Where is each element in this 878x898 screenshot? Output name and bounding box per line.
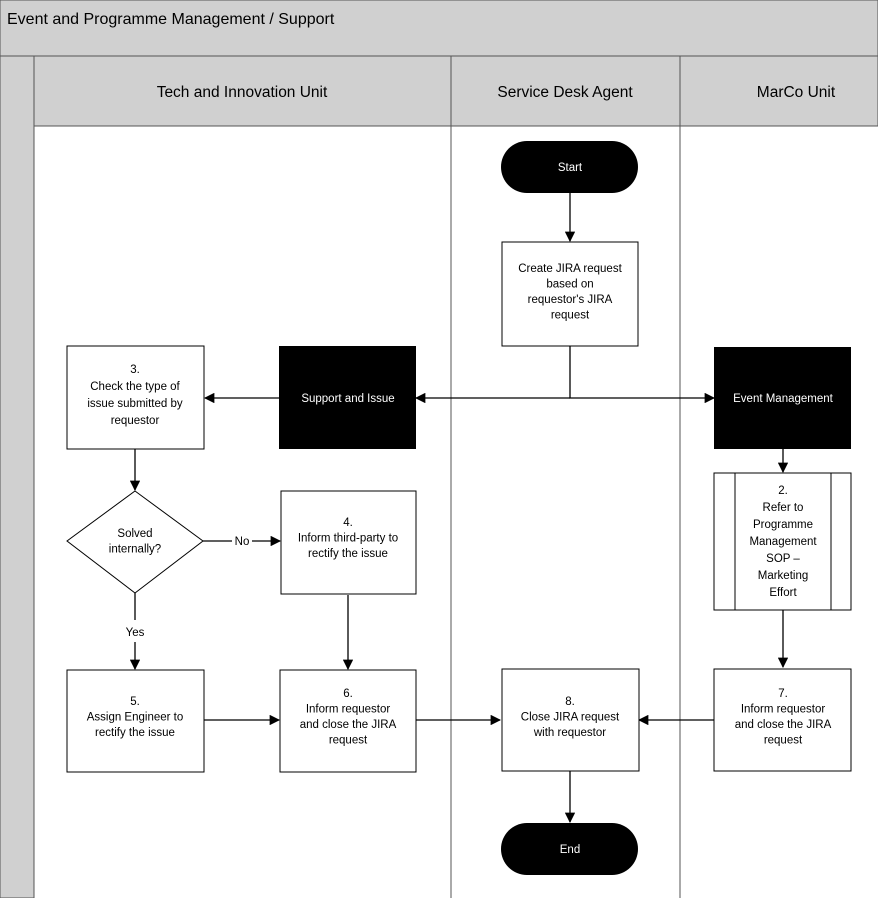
inform-third-party-box — [280, 490, 417, 595]
check-type-line: requestor — [111, 415, 160, 427]
solved-internally-line: internally? — [109, 544, 161, 556]
inform-close-7-line: and close the JIRA — [735, 719, 832, 731]
check-type-line: issue submitted by — [87, 398, 182, 410]
lane-header-marco — [679, 55, 878, 127]
close-jira-8-line: 8. — [565, 696, 575, 708]
solved-internally-line: Solved — [117, 528, 152, 540]
close-jira-8-box — [501, 668, 640, 772]
inform-close-7-line: Inform requestor — [741, 704, 826, 716]
inform-close-7-label: 7. Inform requestor and close the JIRA requ… — [735, 688, 832, 747]
event-mgmt-line: Event Management — [733, 393, 834, 405]
inform-close-6-box — [279, 669, 417, 773]
check-type-box — [66, 345, 205, 450]
event-management-box — [714, 347, 851, 449]
check-type-line: 3. — [130, 364, 140, 376]
refer-sop-subprocess — [713, 472, 852, 611]
close-jira-8-line: Close JIRA request — [521, 712, 620, 724]
inform-close-6-line: 6. — [343, 688, 353, 700]
lane-header-tech — [33, 55, 452, 127]
create-jira-line: Create JIRA request — [518, 263, 622, 275]
inform-close-6-line: and close the JIRA — [300, 719, 397, 731]
inform-close-6-label: 6. Inform requestor and close the JIRA requ… — [300, 688, 397, 747]
pool-side-strip — [0, 55, 35, 898]
support-issue-line: Support and Issue — [301, 393, 394, 405]
assign-engineer-line: 5. — [130, 696, 140, 708]
inform-third-party-line: 4. — [343, 517, 353, 529]
lane-dividers — [450, 126, 681, 898]
start-line: Start — [558, 162, 583, 174]
node-labels: Start Create JIRA request based on request… — [87, 162, 834, 856]
assign-engineer-line: Assign Engineer to — [87, 712, 184, 724]
edge-label-yes: Yes — [126, 627, 145, 639]
event-management-label: Event Management — [733, 393, 834, 405]
edge-create-to-event-mgmt — [569, 346, 716, 404]
start-terminator — [501, 141, 638, 193]
inform-third-party-label: 4. Inform third-party to rectify the issue — [298, 517, 398, 560]
inform-close-7-line: 7. — [778, 688, 788, 700]
assign-engineer-label: 5. Assign Engineer to rectify the issue — [87, 696, 184, 739]
refer-sop-line: SOP – — [766, 553, 800, 565]
refer-sop-line: Marketing — [758, 570, 809, 582]
refer-sop-line: Programme — [753, 519, 813, 531]
create-jira-box — [501, 241, 639, 347]
refer-sop-line: 2. — [778, 485, 788, 497]
start-label: Start — [558, 162, 583, 174]
lane-headers: Tech and Innovation Unit Service Desk Ag… — [33, 55, 878, 127]
inform-close-7-box — [713, 668, 852, 772]
lane-label-desk: Service Desk Agent — [497, 84, 633, 101]
edge-label-no: No — [235, 536, 250, 548]
assign-engineer-line: rectify the issue — [95, 727, 175, 739]
lane-label-tech: Tech and Innovation Unit — [157, 84, 328, 101]
end-terminator — [501, 823, 638, 875]
lane-label-marco: MarCo Unit — [757, 84, 836, 101]
refer-sop-line: Management — [749, 536, 817, 548]
inform-close-6-line: Inform requestor — [306, 704, 391, 716]
check-type-line: Check the type of — [90, 381, 180, 393]
close-jira-8-label: 8. Close JIRA request with requestor — [521, 696, 620, 739]
solved-decision-diamond — [66, 490, 204, 594]
create-jira-line: request — [551, 310, 590, 322]
assign-engineer-box — [66, 669, 205, 773]
pool-title: Event and Programme Management / Support — [7, 11, 335, 28]
inform-third-party-line: Inform third-party to — [298, 533, 398, 545]
inform-close-6-line: request — [329, 735, 368, 747]
end-line: End — [560, 844, 580, 856]
support-issue-label: Support and Issue — [301, 393, 394, 405]
refer-sop-line: Refer to — [763, 502, 804, 514]
lane-header-desk — [450, 55, 681, 127]
check-type-label: 3. Check the type of issue submitted by req… — [87, 364, 182, 427]
refer-sop-line: Effort — [769, 587, 797, 599]
end-label: End — [560, 844, 580, 856]
connectors — [129, 193, 789, 824]
solved-decision-label: Solved internally? — [109, 528, 161, 556]
create-jira-line: based on — [546, 279, 593, 291]
create-jira-line: requestor's JIRA — [528, 294, 613, 306]
inform-third-party-line: rectify the issue — [308, 548, 388, 560]
pool-title-bar — [0, 0, 878, 57]
node-shapes — [66, 141, 852, 875]
support-issue-box — [279, 346, 416, 449]
create-jira-label: Create JIRA request based on requestor's J… — [518, 263, 622, 322]
close-jira-8-line: with requestor — [533, 727, 606, 739]
inform-close-7-line: request — [764, 735, 803, 747]
